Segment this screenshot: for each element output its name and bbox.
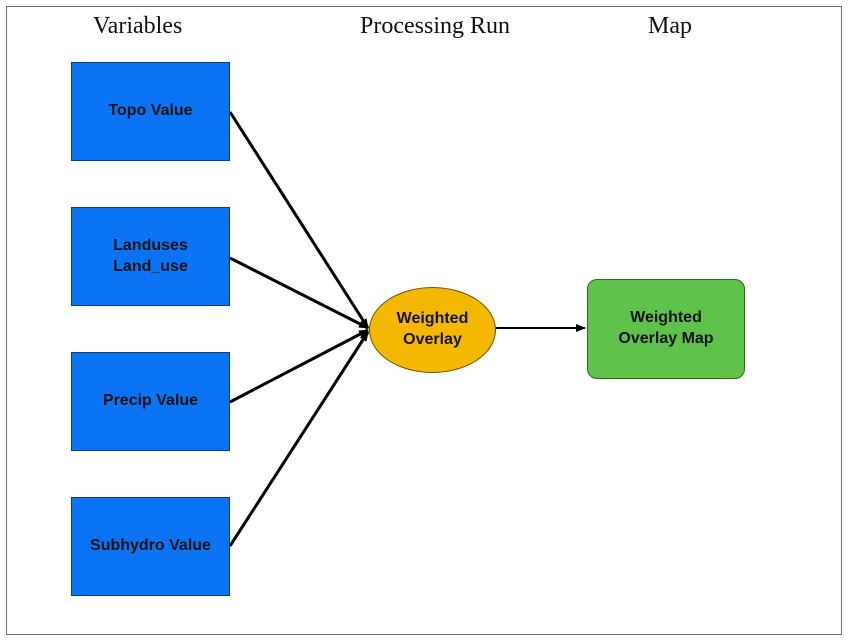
output-node-weighted-overlay-map[interactable]: Weighted Overlay Map — [587, 279, 745, 379]
heading-processing-run: Processing Run — [360, 13, 510, 39]
heading-map: Map — [648, 13, 692, 39]
output-label: Weighted Overlay Map — [618, 309, 714, 347]
variable-label-landuse: Landuses Land_use — [113, 236, 188, 275]
heading-variables: Variables — [93, 13, 183, 39]
variable-label-topo-value: Topo Value — [108, 102, 193, 120]
variable-box-landuse[interactable]: Landuses Land_use — [71, 207, 230, 306]
process-label: Weighted Overlay — [396, 310, 469, 348]
process-node-weighted-overlay[interactable]: Weighted Overlay — [369, 287, 496, 373]
variable-label-subhydro-value: Subhydro Value — [90, 537, 211, 555]
variable-box-topo-value[interactable]: Topo Value — [71, 62, 230, 161]
variable-box-precip-value[interactable]: Precip Value — [71, 352, 230, 451]
variable-label-precip-value: Precip Value — [102, 392, 199, 410]
variable-box-subhydro-value[interactable]: Subhydro Value — [71, 497, 230, 596]
